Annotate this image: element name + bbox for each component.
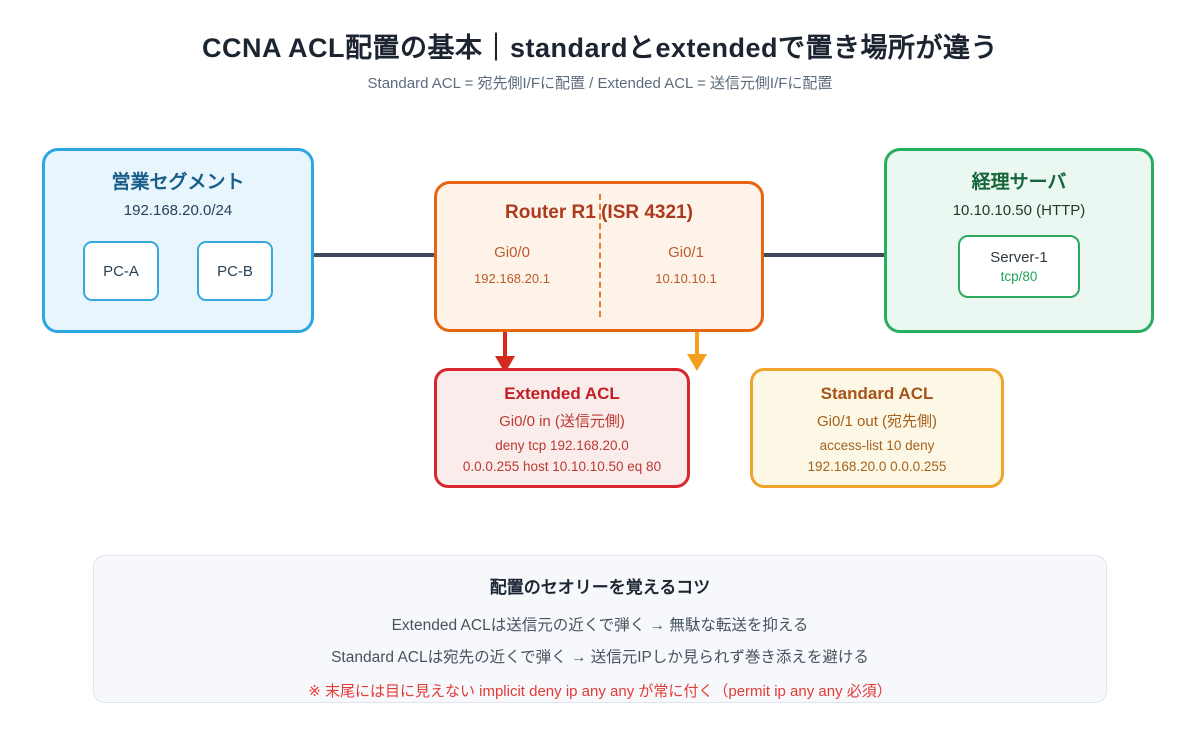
extended-acl-rule-line1: deny tcp 192.168.20.0 <box>495 438 629 453</box>
extended-acl-arrow-line <box>503 332 507 358</box>
tips-line-extended: Extended ACLは送信元の近くで弾く → 無駄な転送を抑える <box>391 617 809 634</box>
extended-acl-rule-line2: 0.0.0.255 host 10.10.10.50 eq 80 <box>462 458 662 474</box>
tips-panel: 配置のセオリーを覚えるコツ Extended ACLは送信元の近くで弾く → 無… <box>93 555 1107 703</box>
standard-acl-rule-line1: access-list 10 deny <box>819 438 935 453</box>
server-segment-title: 経理サーバ <box>971 172 1067 193</box>
pc-b-node: PC-B <box>197 241 273 301</box>
tips-implicit-deny-note: ※ 末尾には目に見えない implicit deny ip any any が常… <box>308 683 892 700</box>
standard-acl-arrowhead-icon <box>687 354 707 371</box>
interface-name: Gi0/1 <box>668 244 704 261</box>
sales-segment-title: 営業セグメント <box>111 172 245 193</box>
standard-acl-box: Standard ACL Gi0/1 out (宛先側) access-list… <box>750 368 1004 488</box>
pc-a-label: PC-A <box>103 262 139 280</box>
standard-acl-rule-line2: 192.168.20.0 0.0.0.255 <box>807 458 947 474</box>
router-title: Router R1 (ISR 4321) <box>505 202 693 223</box>
link-line-router-server <box>764 253 884 257</box>
standard-acl-arrow-line <box>695 332 699 356</box>
server-name: Server-1 <box>990 249 1048 266</box>
standard-acl-rule: access-list 10 deny 192.168.20.0 0.0.0.2… <box>753 436 1001 476</box>
pc-b-label: PC-B <box>217 262 253 280</box>
server-node: Server-1 tcp/80 <box>958 235 1080 298</box>
extended-acl-rule: deny tcp 192.168.20.0 0.0.0.255 host 10.… <box>437 436 687 476</box>
server-segment-address: 10.10.10.50 (HTTP) <box>952 202 1086 219</box>
extended-acl-box: Extended ACL Gi0/0 in (送信元側) deny tcp 19… <box>434 368 690 488</box>
extended-acl-placement: Gi0/0 in (送信元側) <box>499 413 625 430</box>
standard-acl-title: Standard ACL <box>820 384 934 403</box>
extended-acl-title: Extended ACL <box>504 384 620 403</box>
interface-name: Gi0/0 <box>494 244 530 261</box>
sales-segment-subnet: 192.168.20.0/24 <box>123 202 233 219</box>
router-interface-gi01: Gi0/1 10.10.10.1 <box>611 244 761 286</box>
link-line-sales-router <box>314 253 434 257</box>
sales-segment-box: 営業セグメント 192.168.20.0/24 PC-A PC-B <box>42 148 314 333</box>
router-interface-divider-line <box>599 194 601 317</box>
router-interface-gi00: Gi0/0 192.168.20.1 <box>437 244 587 286</box>
interface-ip: 192.168.20.1 <box>474 271 550 286</box>
page-title: CCNA ACL配置の基本｜standardとextendedで置き場所が違う <box>201 33 999 63</box>
standard-acl-placement: Gi0/1 out (宛先側) <box>816 413 938 430</box>
interface-ip: 10.10.10.1 <box>655 271 717 286</box>
tips-title: 配置のセオリーを覚えるコツ <box>489 578 711 597</box>
pc-a-node: PC-A <box>83 241 159 301</box>
page-subtitle: Standard ACL = 宛先側I/Fに配置 / Extended ACL … <box>367 75 833 92</box>
tips-line-standard: Standard ACLは宛先の近くで弾く → 送信元IPしか見られず巻き添えを… <box>331 649 869 666</box>
server-segment-box: 経理サーバ 10.10.10.50 (HTTP) Server-1 tcp/80 <box>884 148 1154 333</box>
server-port: tcp/80 <box>1000 269 1038 284</box>
pc-row: PC-A PC-B <box>45 241 311 301</box>
router-box: Router R1 (ISR 4321) Gi0/0 192.168.20.1 … <box>434 181 764 332</box>
